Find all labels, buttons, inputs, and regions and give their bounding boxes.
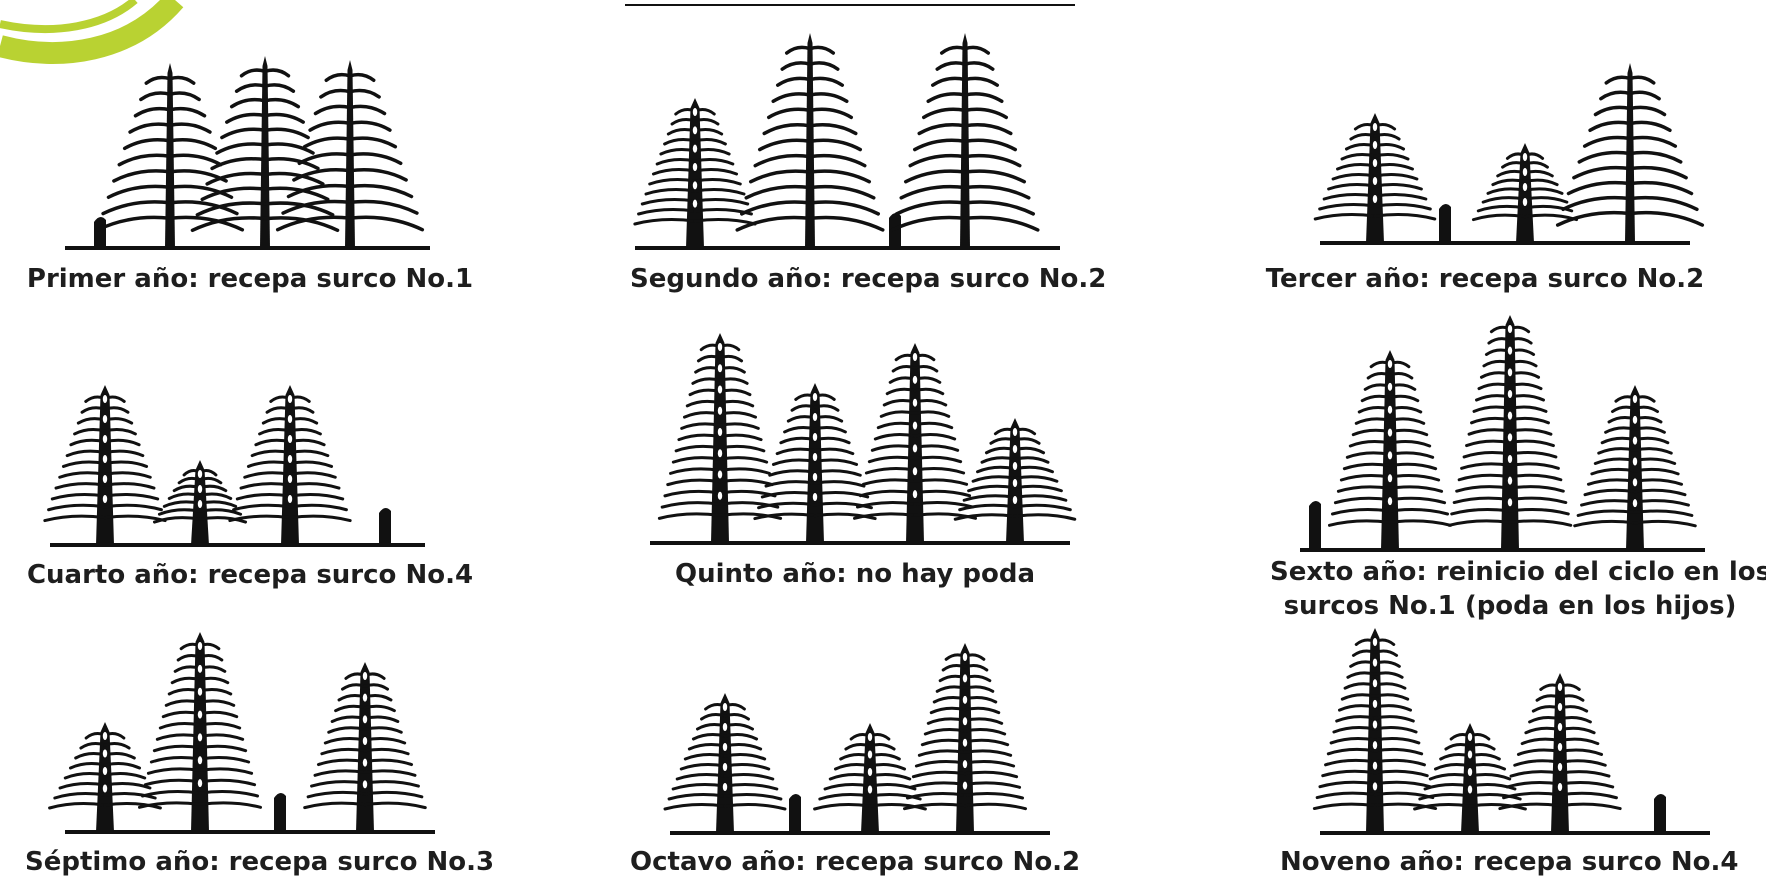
- top-divider: [625, 4, 1075, 6]
- caption: Tercer año: recepa surco No.2: [1265, 264, 1705, 294]
- tree-bushy: [902, 643, 1028, 833]
- tree-tall: [190, 56, 340, 248]
- panel-year-9: Noveno año: recepa surco No.4: [1280, 620, 1740, 877]
- tree-tall: [275, 60, 425, 248]
- caption: Sexto año: reinicio del ciclo en los: [1270, 557, 1766, 587]
- caption: Octavo año: recepa surco No.2: [630, 847, 1081, 877]
- tree-sprout: [813, 723, 927, 833]
- panel-year-1: Primer año: recepa surco No.1: [27, 40, 473, 305]
- panel-year-8: Octavo año: recepa surco No.2: [630, 630, 1081, 877]
- tree-bushy: [1573, 385, 1697, 550]
- caption: Quinto año: no hay poda: [674, 559, 1036, 589]
- panel-year-7: Séptimo año: recepa surco No.3: [25, 620, 494, 877]
- tree-scene: [1313, 63, 1705, 245]
- stump: [789, 793, 801, 833]
- tree-bushy: [1327, 350, 1453, 550]
- tree-sprout: [152, 460, 248, 545]
- caption: Cuarto año: recepa surco No.4: [26, 560, 474, 590]
- tree-scene: [1312, 628, 1710, 835]
- tree-bushy: [1313, 113, 1437, 243]
- stump: [1654, 793, 1666, 833]
- tree-tall: [735, 33, 885, 248]
- tree-scene: [43, 385, 425, 547]
- tree-tall: [1555, 63, 1705, 243]
- tree-bushy: [137, 632, 263, 832]
- tree-bushy: [663, 693, 787, 833]
- tree-tall: [95, 63, 245, 248]
- tree-bushy: [633, 98, 757, 248]
- tree-sprout: [953, 418, 1077, 543]
- stump: [379, 507, 391, 545]
- panel-year-4: Cuarto año: recepa surco No.4: [27, 360, 473, 600]
- stump: [1309, 500, 1321, 550]
- tree-scene: [633, 33, 1060, 250]
- tree-scene: [650, 333, 1077, 545]
- panel-year-2: Segundo año: recepa surco No.2: [630, 20, 1107, 305]
- tree-scene: [65, 56, 430, 250]
- stump: [274, 792, 286, 832]
- tree-bushy: [43, 385, 167, 545]
- tree-bushy: [657, 333, 783, 543]
- caption-line-2: surcos No.1 (poda en los hijos): [1283, 591, 1737, 621]
- tree-scene: [1300, 315, 1705, 552]
- corner-logo: [0, 0, 184, 64]
- caption: Noveno año: recepa surco No.4: [1280, 847, 1739, 877]
- caption: Segundo año: recepa surco No.2: [630, 264, 1107, 294]
- tree-bushy: [852, 343, 978, 543]
- panel-year-6: Sexto año: reinicio del ciclo en los sur…: [1270, 310, 1766, 630]
- tree-sprout: [1471, 143, 1579, 243]
- tree-bushy: [1447, 315, 1573, 550]
- tree-bushy: [753, 383, 877, 543]
- caption: Primer año: recepa surco No.1: [26, 264, 474, 294]
- tree-scene: [48, 632, 435, 834]
- tree-sprout: [48, 722, 162, 832]
- stump: [1439, 203, 1451, 243]
- tree-sprout: [1413, 723, 1527, 833]
- panel-year-3: Tercer año: recepa surco No.2: [1266, 45, 1730, 305]
- tree-tall: [890, 33, 1040, 248]
- stump: [94, 216, 106, 248]
- tree-scene: [663, 643, 1050, 835]
- tree-bushy: [1312, 628, 1438, 833]
- panel-year-5: Quinto año: no hay poda: [630, 325, 1080, 595]
- caption: Séptimo año: recepa surco No.3: [25, 847, 495, 877]
- tree-bushy: [303, 662, 427, 832]
- tree-bushy: [1498, 673, 1622, 833]
- tree-bushy: [228, 385, 352, 545]
